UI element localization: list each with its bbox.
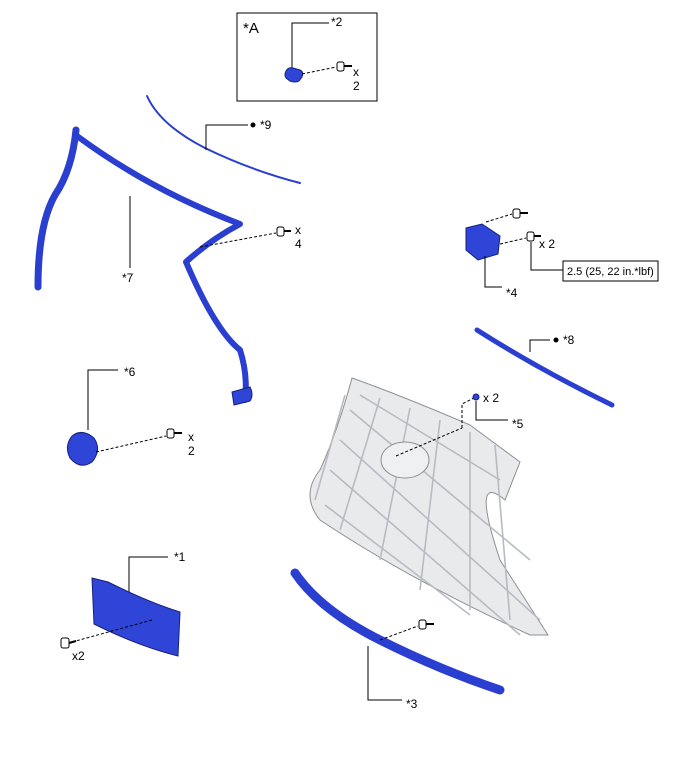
screw-icon [418,619,434,630]
detail-box-label: *A [243,20,259,37]
sensor-bracket-part [284,67,304,83]
qty-1: x2 [72,649,85,663]
callout-8: *8 [563,333,575,347]
round-cover [66,432,98,466]
torque-spec: 2.5 (25, 22 in.*lbf) [567,266,654,278]
callout-3: *3 [406,697,418,711]
callout-9: *9 [260,118,272,132]
qty-7-x: x [295,223,301,237]
detail-qty-n: 2 [353,79,360,93]
qty-6-x: x [188,430,194,444]
callout-4: *4 [506,286,518,300]
qty-6-n: 2 [188,444,195,458]
detail-box-a: *A *2 x 2 [236,12,378,102]
clip-dot [472,393,480,401]
callout-2: *2 [331,15,343,29]
part-3-molding: *3 [290,568,505,711]
detail-qty-x: x [353,65,359,79]
part-6-cover: *6 x 2 [66,365,195,466]
part-1-bracket: *1 x2 [60,550,186,663]
screw-icon [276,226,291,237]
screw-icon [60,637,77,649]
screw-icon [336,61,352,72]
screw-icon [166,428,182,439]
qty-4: x 2 [539,237,555,251]
part-8-molding: *8 [474,327,615,408]
part-9-molding: *9 [146,95,301,184]
callout-5: *5 [512,417,524,431]
bullet-dot [553,337,559,343]
part-7-trim: *7 x 4 [34,126,302,406]
bullet-dot [250,122,256,128]
callout-6: *6 [124,365,136,379]
callout-7: *7 [122,271,134,285]
screw-icon [512,208,528,219]
part-4-sensor: x 2 2.5 (25, 22 in.*lbf) *4 [465,208,659,300]
qty-7-n: 4 [295,237,302,251]
qty-5: x 2 [483,391,499,405]
radiator-grille: x 2 *5 [309,377,549,636]
callout-1: *1 [174,550,186,564]
screw-icon [526,231,541,242]
